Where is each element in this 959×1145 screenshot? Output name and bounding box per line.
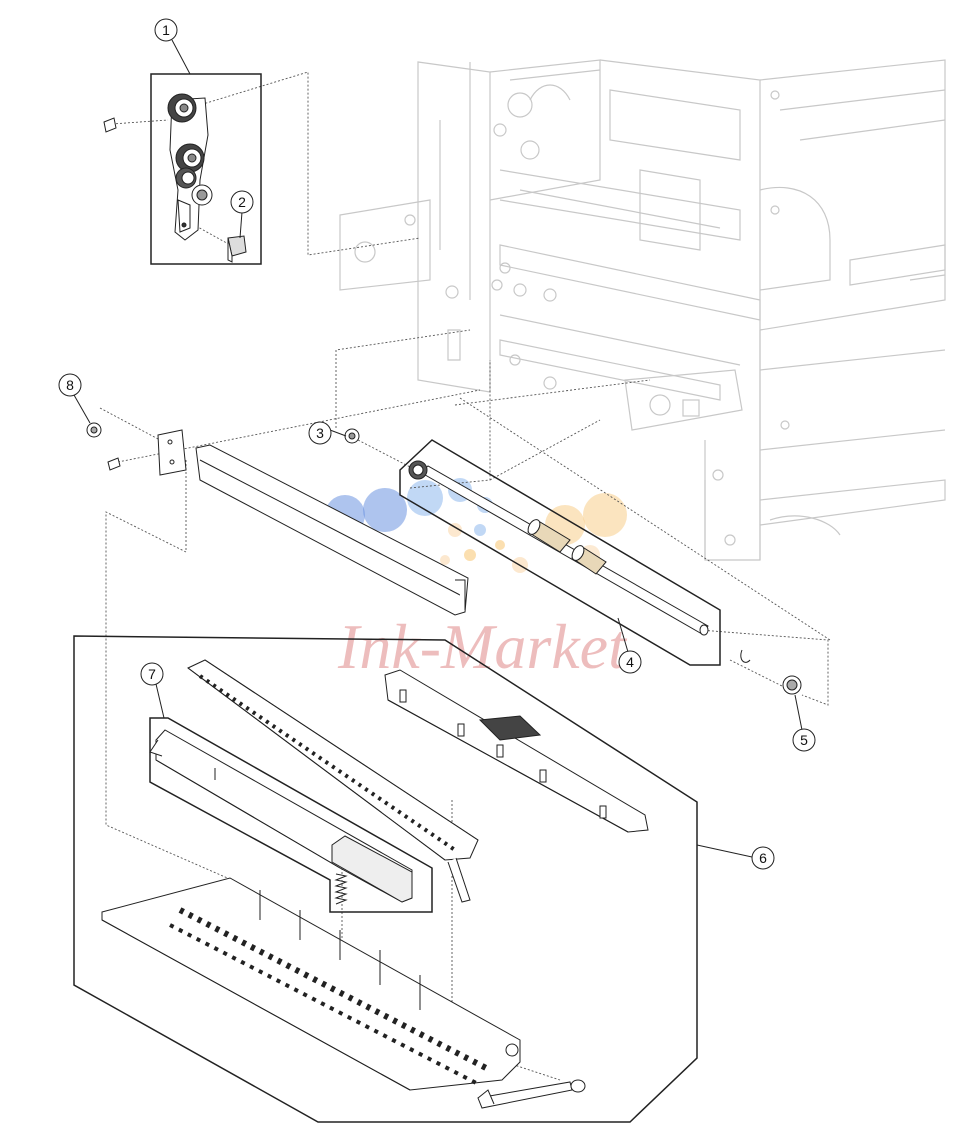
callout-8: 8 [58, 373, 82, 397]
watermark-dot [448, 523, 462, 537]
callout-3: 3 [308, 421, 332, 445]
part-6-outline [73, 635, 698, 1123]
part-5-bushing [740, 649, 802, 695]
part-4-roller-shaft-assembly [399, 439, 721, 666]
callout-7: 7 [140, 662, 164, 686]
callout-2: 2 [230, 190, 254, 214]
callout-6: 6 [751, 846, 775, 870]
part-8-bushing [86, 422, 121, 471]
watermark-dot [474, 524, 486, 536]
svg-text:1: 1 [162, 22, 170, 38]
watermark-dot [440, 555, 450, 565]
svg-text:7: 7 [148, 666, 156, 682]
svg-text:8: 8 [66, 377, 74, 393]
watermark: Ink-Market [325, 478, 628, 682]
svg-text:6: 6 [759, 850, 767, 866]
watermark-text: Ink-Market [337, 611, 628, 682]
svg-text:4: 4 [626, 654, 634, 670]
part-3-bushing [344, 428, 360, 444]
callout-4: 4 [618, 650, 642, 674]
part-1-gear-drive-assembly [103, 73, 262, 265]
svg-text:3: 3 [316, 425, 324, 441]
watermark-dot [464, 549, 476, 561]
part-7-guide-assembly [149, 717, 433, 913]
callout-1: 1 [154, 18, 178, 42]
part-2-sensor-clip [227, 235, 247, 263]
part-4-box [399, 439, 721, 666]
printer-frame-ghost [339, 59, 946, 561]
part-7-box [149, 717, 433, 913]
watermark-dot [495, 540, 505, 550]
paper-guide-bar [157, 429, 469, 616]
svg-text:2: 2 [238, 194, 246, 210]
watermark-dot [407, 480, 443, 516]
part-1-box [150, 73, 262, 265]
svg-text:5: 5 [800, 732, 808, 748]
part-6-duplex-tray-assembly [73, 635, 698, 1123]
callouts: 1 2 3 4 5 6 [58, 18, 816, 870]
watermark-dot [363, 488, 407, 532]
watermark-dot [583, 493, 627, 537]
callout-5: 5 [792, 728, 816, 752]
